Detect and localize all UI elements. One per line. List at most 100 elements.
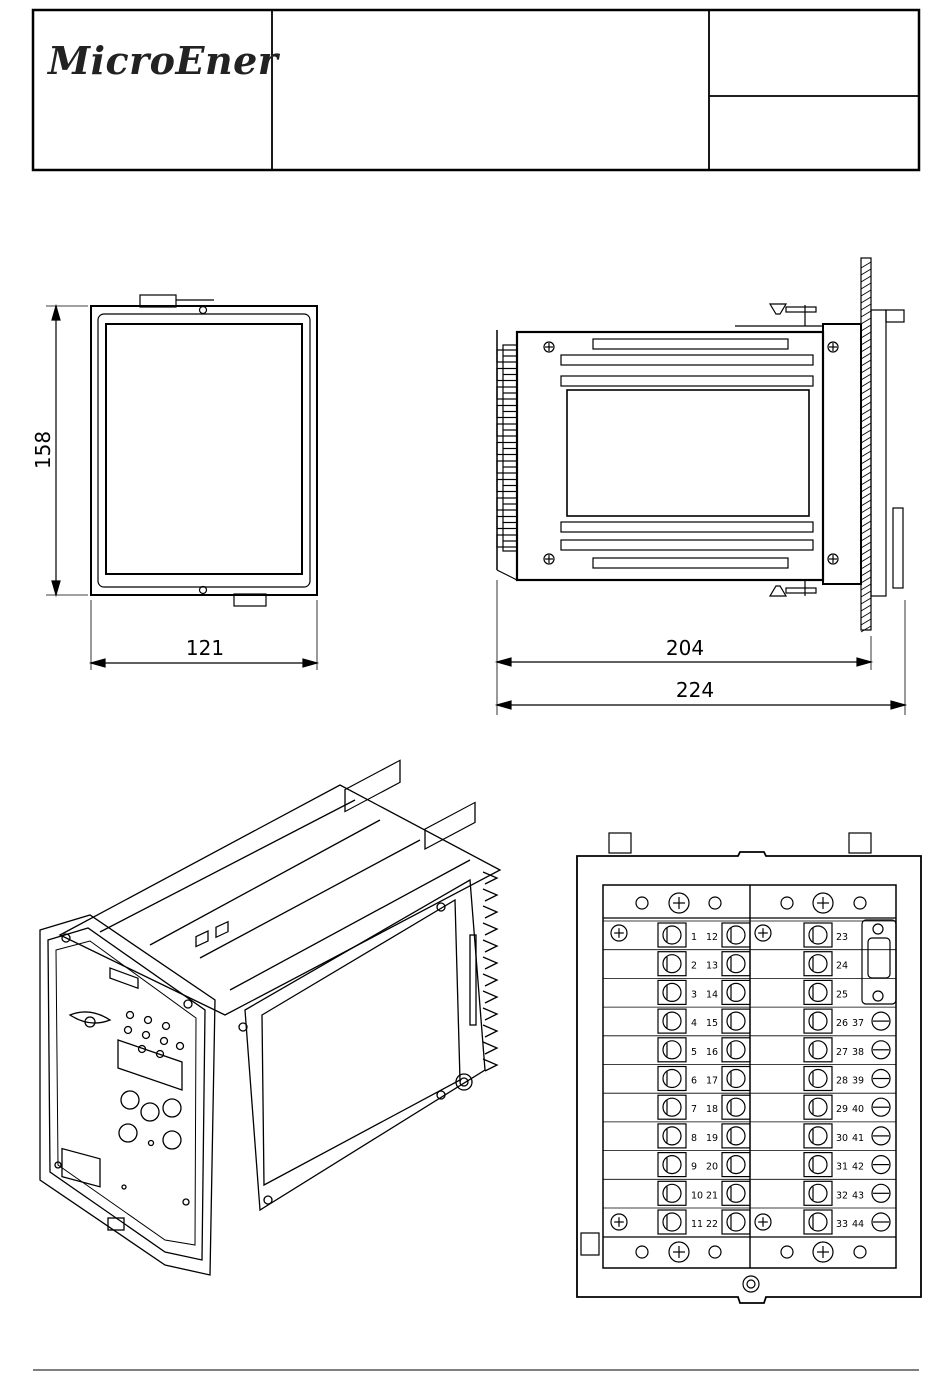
panel-hatch: [861, 311, 871, 317]
terminal-block-screw: [727, 1041, 745, 1059]
panel-hatch: [861, 451, 871, 457]
heatsink-fin: [483, 957, 497, 969]
panel-hatch: [861, 269, 871, 275]
terminal-label: 11: [691, 1219, 703, 1230]
panel-hatch: [861, 486, 871, 492]
terminal-label: 5: [691, 1047, 697, 1058]
panel-hatch: [861, 339, 871, 345]
panel-hatch: [861, 332, 871, 338]
terminal-block-screw: [809, 1127, 827, 1145]
heatsink-fin: [483, 1008, 497, 1020]
panel-hatch: [861, 297, 871, 303]
terminal-block-screw: [809, 1184, 827, 1202]
panel-hatch: [861, 493, 871, 499]
panel-hatch: [861, 409, 871, 415]
terminal-block-screw: [809, 1070, 827, 1088]
terminal-block-screw: [663, 1184, 681, 1202]
panel-hatch: [861, 591, 871, 597]
brand-logo: MicroEner: [46, 38, 281, 83]
panel-hatch: [861, 402, 871, 408]
terminal-label: 3: [691, 989, 697, 1000]
fascia-led: [161, 1038, 168, 1045]
terminal-label: 12: [706, 932, 718, 943]
front-view: 158 121: [31, 295, 317, 670]
terminal-label: 14: [706, 989, 718, 1000]
panel-hatch: [861, 500, 871, 506]
terminal-block-screw: [663, 1012, 681, 1030]
terminal-label: 43: [852, 1190, 864, 1201]
terminal-block-screw: [809, 1156, 827, 1174]
panel-hatch: [861, 584, 871, 590]
panel-hatch: [861, 521, 871, 527]
terminal-block-screw: [663, 1070, 681, 1088]
panel-hatch: [861, 388, 871, 394]
panel-hatch: [861, 360, 871, 366]
heatsink-fin: [483, 940, 497, 952]
panel-hatch: [861, 353, 871, 359]
terminal-label: 26: [836, 1018, 848, 1029]
terminal-block-screw: [727, 1012, 745, 1030]
terminal-block-screw: [663, 1213, 681, 1231]
terminal-block-screw: [809, 1041, 827, 1059]
panel-hatch: [861, 325, 871, 331]
terminal-block-screw: [809, 1012, 827, 1030]
heatsink-fin: [483, 1025, 497, 1037]
terminal-block-screw: [809, 955, 827, 973]
terminal-block-screw: [663, 1156, 681, 1174]
terminal-block-screw: [809, 926, 827, 944]
mount-hole: [781, 897, 793, 909]
panel-hatch: [861, 479, 871, 485]
mount-hole: [709, 897, 721, 909]
terminal-label: 23: [836, 932, 848, 943]
terminal-label: 16: [706, 1047, 718, 1058]
terminal-block-screw: [727, 1127, 745, 1145]
terminal-label: 31: [836, 1162, 848, 1173]
panel-hatch: [861, 367, 871, 373]
mount-hole: [781, 1246, 793, 1258]
panel-hatch: [861, 318, 871, 324]
dim-side-depth-total: 224: [676, 678, 714, 702]
terminal-block-screw: [809, 1098, 827, 1116]
terminal-label: 18: [706, 1104, 718, 1115]
terminal-label: 1: [691, 932, 697, 943]
terminal-label: 19: [706, 1133, 718, 1144]
terminal-block-screw: [727, 1156, 745, 1174]
fascia-led: [163, 1023, 170, 1030]
terminal-label: 22: [706, 1219, 718, 1230]
fascia-led: [143, 1032, 150, 1039]
heatsink-fin: [483, 1042, 497, 1054]
panel-hatch: [861, 507, 871, 513]
panel-hatch: [861, 423, 871, 429]
terminal-label: 6: [691, 1076, 697, 1087]
terminal-label: 40: [852, 1104, 864, 1115]
terminal-label: 2: [691, 961, 697, 972]
terminal-label: 17: [706, 1076, 718, 1087]
terminal-label: 42: [852, 1162, 864, 1173]
panel-hatch: [861, 619, 871, 625]
heatsink-fin: [483, 974, 497, 986]
mount-hole: [636, 1246, 648, 1258]
heatsink-fin: [483, 923, 497, 935]
terminal-label: 24: [836, 961, 848, 972]
terminal-block-screw: [727, 1070, 745, 1088]
panel-hatch: [861, 430, 871, 436]
panel-hatch: [861, 304, 871, 310]
panel-hatch: [861, 570, 871, 576]
mount-hole: [636, 897, 648, 909]
terminal-label: 4: [691, 1018, 697, 1029]
terminal-block-screw: [663, 983, 681, 1001]
isometric-view: [40, 760, 500, 1275]
panel-hatch: [861, 556, 871, 562]
terminal-block-screw: [727, 1098, 745, 1116]
fascia-led: [125, 1027, 132, 1034]
terminal-label: 8: [691, 1133, 697, 1144]
terminal-block-screw: [663, 926, 681, 944]
panel-hatch: [861, 444, 871, 450]
terminal-label: 37: [852, 1018, 864, 1029]
panel-hatch: [861, 549, 871, 555]
heatsink-fin: [483, 991, 497, 1003]
dim-front-width: 121: [186, 636, 224, 660]
panel-hatch: [861, 395, 871, 401]
